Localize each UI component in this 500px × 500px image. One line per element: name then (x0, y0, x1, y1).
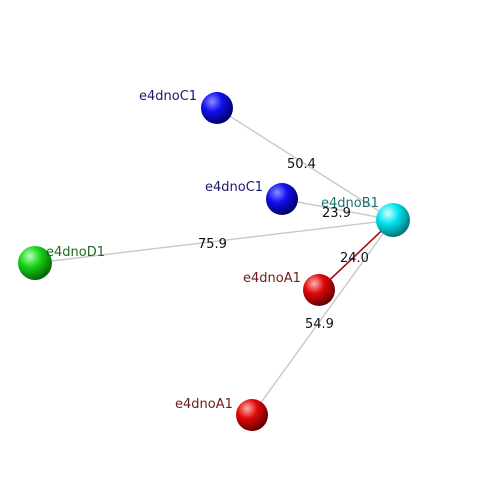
node-sphere-c1_top[interactable] (201, 92, 233, 124)
edge-d1-b1 (34, 219, 394, 264)
node-label-a1_bot: e4dnoA1 (175, 397, 233, 412)
node-sphere-b1[interactable] (376, 203, 410, 237)
edge-distance-label: 23.9 (322, 206, 351, 221)
edges-layer (34, 107, 394, 416)
node-sphere-a1_bot[interactable] (236, 399, 268, 431)
node-label-c1_top: e4dnoC1 (139, 89, 197, 104)
node-label-c1_mid: e4dnoC1 (205, 180, 263, 195)
node-label-b1: e4dnoB1 (321, 196, 379, 211)
node-sphere-a1_mid[interactable] (303, 274, 335, 306)
nodes-layer (18, 92, 410, 431)
edge-distance-label: 75.9 (198, 237, 227, 252)
node-label-a1_mid: e4dnoA1 (243, 271, 301, 286)
edge-c1_top-b1 (216, 107, 394, 221)
edge-labels-layer: 50.4 23.9 75.9 24.0 54.9 (198, 157, 369, 332)
node-label-d1: e4dnoD1 (46, 245, 105, 260)
edge-a1_bot-b1 (251, 219, 394, 416)
node-sphere-c1_mid[interactable] (266, 183, 298, 215)
edge-distance-label: 50.4 (287, 157, 316, 172)
edge-c1_mid-b1 (281, 198, 394, 221)
edge-distance-label: 24.0 (340, 251, 369, 266)
node-labels-layer: e4dnoC1 e4dnoC1 e4dnoB1 e4dnoD1 e4dnoA1 e4dno… (46, 89, 379, 412)
node-sphere-d1[interactable] (18, 246, 52, 280)
edge-distance-label: 54.9 (305, 317, 334, 332)
